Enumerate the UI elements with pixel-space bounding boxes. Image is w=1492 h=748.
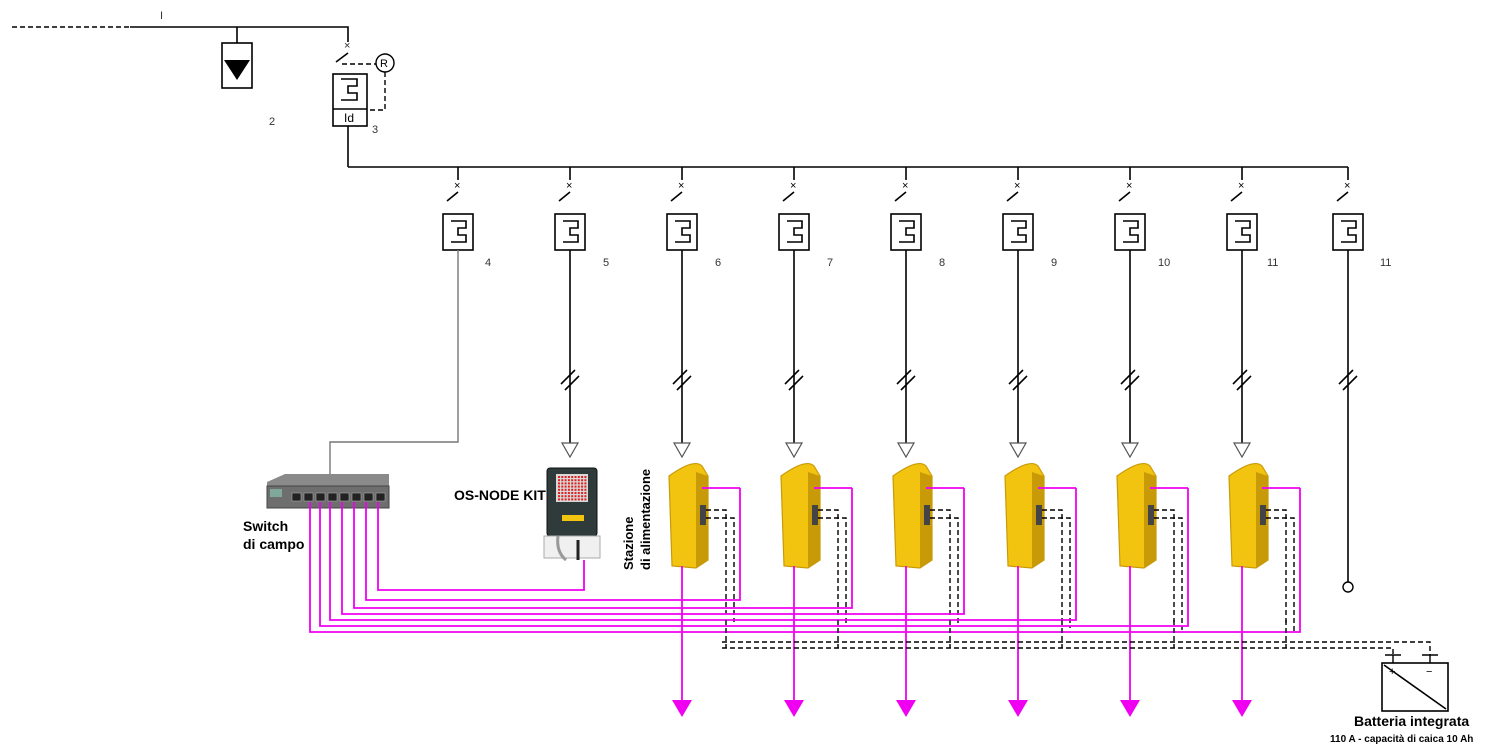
station-2 <box>780 463 852 717</box>
switch-port <box>315 492 326 502</box>
switch-label-line2: di campo <box>243 536 304 552</box>
input-mark: I <box>160 10 163 22</box>
station-1 <box>668 463 740 717</box>
branch-6: ×9 <box>1002 167 1057 459</box>
branch-1: ×4 <box>442 167 491 269</box>
switch-port <box>303 492 314 502</box>
output-arrow <box>784 700 804 717</box>
branch-7: × 10 <box>1114 167 1170 459</box>
rcd-number: 3 <box>372 124 378 136</box>
branch-number: 4 <box>485 257 491 269</box>
breaker-contact-mark: × <box>790 180 796 192</box>
branch-number: 5 <box>603 257 609 269</box>
node-led-grid <box>558 476 587 501</box>
station-label: Stazione di alimentazione <box>621 469 653 570</box>
breaker-contact-mark: × <box>1126 180 1132 192</box>
breaker-contact-mark: × <box>566 180 572 192</box>
feed-arrow <box>1008 442 1028 459</box>
surge-protector: 2 <box>221 27 275 128</box>
switch-label-line1: Switch <box>243 518 288 534</box>
signal-cable <box>353 488 853 609</box>
battery-minus: − <box>1426 666 1432 678</box>
signal-cable <box>309 488 1301 633</box>
battery-feed-minus <box>722 641 1431 655</box>
signal-cable <box>319 488 1189 627</box>
station-label-line2: di alimentazione <box>638 469 653 570</box>
branch-breaker <box>666 213 698 251</box>
branch-number: 7 <box>827 257 833 269</box>
output-arrow <box>896 700 916 717</box>
switch-port <box>351 492 362 502</box>
feed-arrow <box>560 442 580 459</box>
branch-8: × 11 <box>1226 167 1278 459</box>
rcd-id-mark: Id <box>344 111 354 125</box>
output-arrow <box>672 700 692 717</box>
feed-arrow <box>672 442 692 459</box>
breaker-contact-mark: × <box>1014 180 1020 192</box>
switch-port <box>363 492 374 502</box>
signal-cabling <box>309 488 1431 655</box>
switch-port <box>375 492 386 502</box>
feed-arrow <box>1120 442 1140 459</box>
branch-5: ×8 <box>890 167 945 459</box>
branch-4: ×7 <box>778 167 833 459</box>
switch-port <box>327 492 338 502</box>
branch-number: 6 <box>715 257 721 269</box>
station-3 <box>892 463 964 717</box>
branch-number: 8 <box>939 257 945 269</box>
spare-terminal <box>1342 581 1354 593</box>
feed-arrow <box>1232 442 1252 459</box>
switch-ports <box>291 492 386 502</box>
switch-feed-cable <box>329 250 459 474</box>
station-6 <box>1228 463 1300 717</box>
branch-number: 11 <box>1267 257 1278 269</box>
feed-arrow <box>896 442 916 459</box>
spd-number: 2 <box>269 116 275 128</box>
branch-number: 9 <box>1051 257 1057 269</box>
main-rcd-breaker: × R Id 3 <box>332 40 395 167</box>
switch-port <box>339 492 350 502</box>
breaker-contact-mark: × <box>678 180 684 192</box>
node-kit-label: OS-NODE KIT <box>454 487 546 503</box>
output-arrow <box>1232 700 1252 717</box>
output-arrow <box>1008 700 1028 717</box>
battery-spec: 110 A - capacità di caica 10 Ah <box>1330 734 1473 745</box>
branch-breaker <box>1332 213 1364 251</box>
integrated-battery: + − Batteria integrata 110 A - capacità … <box>1330 654 1473 745</box>
branch-9: × 11 <box>1332 167 1391 582</box>
incoming-supply-line: I <box>12 10 349 42</box>
switch-port <box>291 492 302 502</box>
branch-2: ×5 <box>554 167 609 459</box>
battery-plus: + <box>1389 666 1395 678</box>
station-5 <box>1116 463 1188 717</box>
signal-cable <box>341 488 965 615</box>
signal-cable <box>365 488 741 601</box>
branch-circuits: ×4×5×6×7×8×9×10×11×11 <box>442 167 1391 582</box>
relay-mark: R <box>380 58 388 70</box>
signal-cable <box>377 502 585 591</box>
power-stations <box>668 463 1300 717</box>
battery-feed-plus <box>722 647 1394 655</box>
os-node-kit: OS-NODE KIT <box>454 467 601 562</box>
station-label-line1: Stazione <box>621 517 636 570</box>
branch-number: 11 <box>1380 257 1391 269</box>
field-switch: Switch di campo <box>243 474 390 552</box>
signal-cable <box>329 488 1077 621</box>
branch-3: ×6 <box>666 167 721 459</box>
battery-title: Batteria integrata <box>1354 713 1469 729</box>
feed-arrow <box>784 442 804 459</box>
output-arrow <box>1120 700 1140 717</box>
branch-number: 10 <box>1158 257 1170 269</box>
station-4 <box>1004 463 1076 717</box>
svg-text:×: × <box>344 40 350 52</box>
breaker-contact-mark: × <box>902 180 908 192</box>
breaker-contact-mark: × <box>454 180 460 192</box>
breaker-contact-mark: × <box>1238 180 1244 192</box>
branch-breaker <box>1002 213 1034 251</box>
breaker-contact-mark: × <box>1344 180 1350 192</box>
